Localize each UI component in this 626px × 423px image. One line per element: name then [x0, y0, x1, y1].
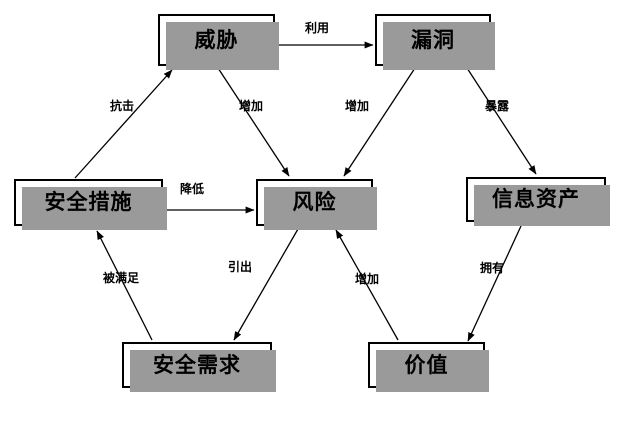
edge-label-vulnerability-exposes-asset: 暴露 [485, 99, 510, 113]
edge-label-requirement-satisfied-by-safeguard: 被满足 [103, 271, 140, 285]
node-value[interactable]: 价值 [368, 342, 489, 392]
edge-safeguard-counters-threat [74, 69, 173, 179]
edge-label-safeguard-counters-threat: 抗击 [110, 99, 135, 113]
edge-threat-increases-risk [217, 67, 290, 177]
edge-label-threat-increases-risk: 增加 [239, 99, 264, 113]
node-threat[interactable]: 威胁 [158, 14, 279, 70]
node-asset[interactable]: 信息资产 [466, 177, 610, 226]
node-risk-label: 风险 [292, 190, 337, 214]
edge-label-threat-exploits-vulnerability: 利用 [305, 21, 330, 35]
edge-vulnerability-increases-risk [343, 67, 416, 177]
edge-label-safeguard-reduces-risk: 降低 [180, 182, 205, 196]
edge-label-value-increases-risk: 增加 [355, 272, 380, 286]
node-requirement[interactable]: 安全需求 [122, 342, 276, 392]
node-vulnerability[interactable]: 漏洞 [375, 14, 495, 70]
edge-risk-derives-requirement [233, 228, 299, 341]
edge-asset-has-value [467, 225, 522, 342]
edge-label-asset-has-value: 拥有 [480, 261, 505, 275]
node-safeguard-label: 安全措施 [44, 190, 133, 214]
edge-value-increases-risk [335, 229, 399, 341]
edge-label-risk-derives-requirement: 引出 [228, 260, 253, 274]
edge-label-vulnerability-increases-risk: 增加 [345, 99, 370, 113]
edge-vulnerability-exposes-asset [466, 67, 537, 175]
node-requirement-label: 安全需求 [153, 352, 241, 377]
node-threat-label: 威胁 [194, 27, 239, 52]
node-risk[interactable]: 风险 [256, 179, 377, 230]
node-vulnerability-label: 漏洞 [411, 27, 455, 52]
node-asset-label: 信息资产 [492, 187, 580, 211]
node-value-label: 价值 [404, 352, 449, 377]
edge-requirement-satisfied-by-safeguard [96, 230, 153, 341]
node-safeguard[interactable]: 安全措施 [14, 179, 167, 230]
